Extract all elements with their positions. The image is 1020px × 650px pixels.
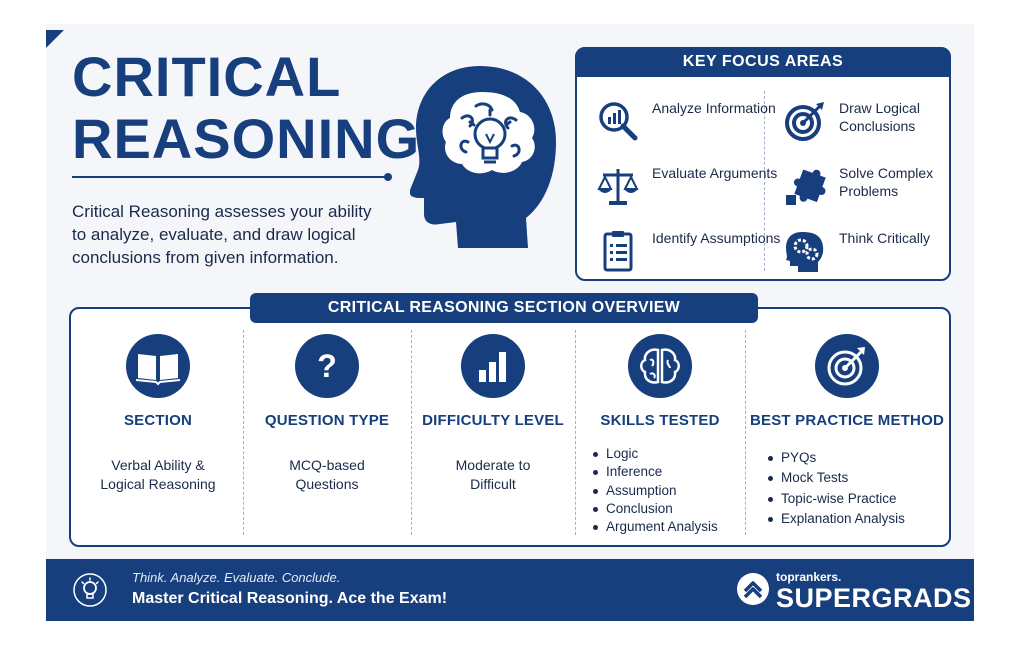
intro-text: Critical Reasoning assesses your ability… [72, 202, 372, 267]
footer-bar: Think. Analyze. Evaluate. Conclude. Mast… [46, 559, 974, 621]
puzzle-icon [786, 169, 826, 205]
key-focus-panel: KEY FOCUS AREAS Analyze Information Draw… [575, 47, 951, 281]
list-item: PYQs [768, 448, 905, 468]
overview-column-section: SECTION Verbal Ability & Logical Reasoni… [73, 322, 243, 542]
focus-label: Draw Logical Conclusions [839, 100, 920, 134]
focus-item-analyze: Analyze Information [597, 96, 777, 142]
column-divider [745, 330, 746, 535]
focus-label: Evaluate Arguments [652, 165, 778, 181]
focus-item-think: Think Critically [784, 226, 964, 272]
focus-item-evaluate: Evaluate Arguments [597, 161, 777, 207]
column-text: Verbal Ability & Logical Reasoning [100, 457, 216, 492]
list-item: Explanation Analysis [768, 509, 905, 529]
focus-label: Think Critically [839, 230, 931, 246]
column-divider [411, 330, 412, 535]
bar-chart-icon [461, 334, 525, 398]
list-item: Inference [593, 463, 718, 481]
column-text: MCQ-based Questions [289, 457, 365, 492]
svg-text:?: ? [317, 348, 337, 384]
footer-headline: Master Critical Reasoning. Ace the Exam! [132, 590, 448, 607]
title-underline [72, 173, 392, 181]
brand-name-small: toprankers. [776, 570, 842, 584]
brand-logo-icon [737, 573, 769, 605]
overview-header: CRITICAL REASONING SECTION OVERVIEW [250, 293, 758, 323]
overview-column-skills: SKILLS TESTED Logic Inference Assumption… [575, 322, 745, 542]
book-icon [126, 334, 190, 398]
list-item: Conclusion [593, 500, 718, 518]
column-title: DIFFICULTY LEVEL [422, 412, 564, 429]
head-gears-icon [786, 232, 824, 272]
focus-label: Solve Complex Problems [839, 165, 934, 199]
overview-column-practice: BEST PRACTICE METHOD PYQs Mock Tests Top… [745, 322, 949, 542]
focus-label: Identify Assumptions [652, 230, 781, 246]
list-item: Argument Analysis [593, 518, 718, 536]
title-line-2: REASONING [72, 107, 421, 170]
target-icon [785, 102, 824, 141]
list-item: Mock Tests [768, 468, 905, 488]
question-icon: ? [295, 334, 359, 398]
column-divider [243, 330, 244, 535]
brand-name: SUPERGRADS [776, 583, 972, 613]
skills-list: Logic Inference Assumption Conclusion Ar… [593, 445, 718, 536]
focus-item-identify: Identify Assumptions [597, 226, 780, 272]
column-title: QUESTION TYPE [264, 412, 390, 429]
list-item: Topic-wise Practice [768, 489, 905, 509]
column-divider [575, 330, 576, 535]
target-icon [815, 334, 879, 398]
list-item: Logic [593, 445, 718, 463]
column-title: SECTION [123, 412, 193, 429]
brain-icon [628, 334, 692, 398]
checklist-icon [603, 231, 633, 272]
focus-item-solve: Solve Complex Problems [784, 161, 964, 207]
focus-divider [764, 91, 765, 271]
scales-icon [597, 169, 639, 205]
page-title: CRITICAL REASONING [72, 46, 420, 170]
magnifier-chart-icon [599, 102, 638, 141]
overview-column-difficulty: DIFFICULTY LEVEL Moderate to Difficult [411, 322, 575, 542]
key-focus-header: KEY FOCUS AREAS [575, 47, 951, 77]
column-title: SKILLS TESTED [600, 412, 720, 429]
column-text: Moderate to Difficult [455, 457, 531, 492]
column-title: BEST PRACTICE METHOD [749, 412, 944, 429]
footer-tagline: Think. Analyze. Evaluate. Conclude. [132, 570, 341, 585]
head-brain-bulb-icon [410, 66, 556, 248]
practice-list: PYQs Mock Tests Topic-wise Practice Expl… [768, 448, 905, 529]
list-item: Assumption [593, 482, 718, 500]
focus-item-conclusions: Draw Logical Conclusions [784, 96, 964, 142]
focus-label: Analyze Information [652, 100, 776, 116]
title-line-1: CRITICAL [72, 45, 342, 108]
overview-column-question-type: ? QUESTION TYPE MCQ-based Questions [243, 322, 411, 542]
corner-accent [46, 30, 64, 48]
lightbulb-icon [73, 573, 107, 607]
